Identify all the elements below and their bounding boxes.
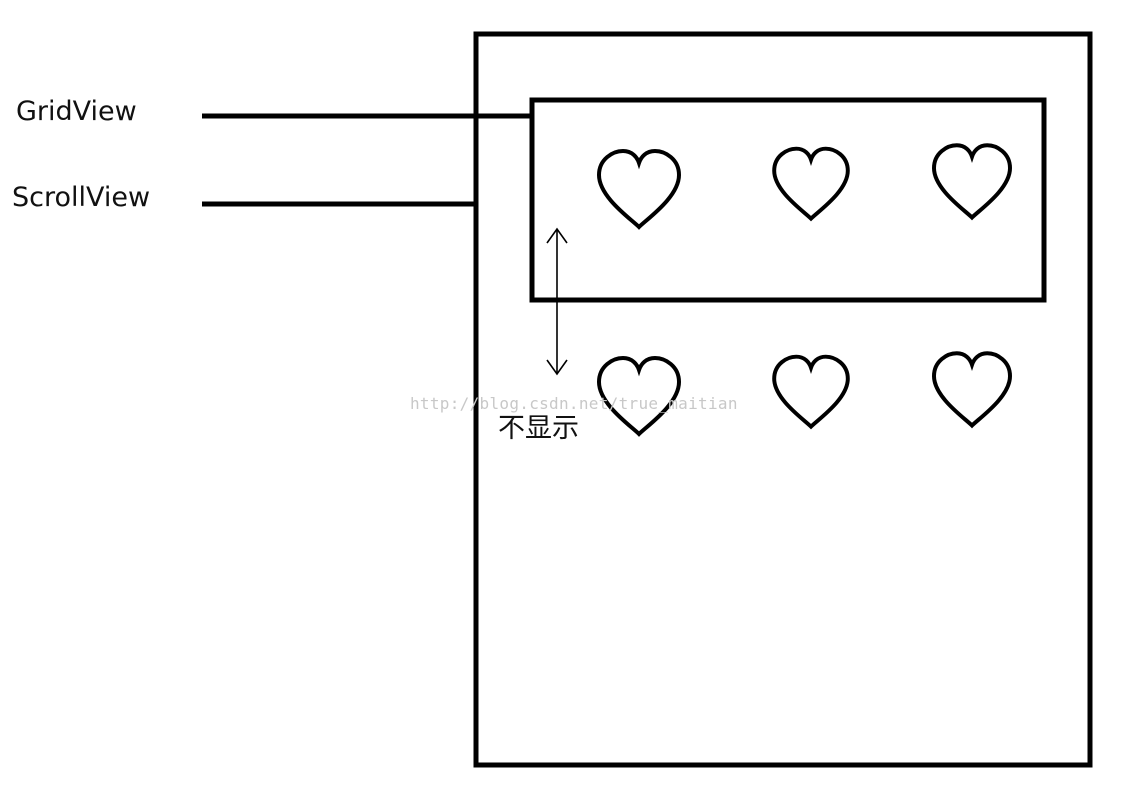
gridview-label: GridView [16, 96, 137, 127]
gridview-frame [529, 97, 1047, 303]
heart-icon [597, 149, 681, 229]
heart-icon [772, 354, 850, 429]
heart-icon [932, 351, 1012, 428]
heart-icon [772, 146, 850, 221]
scrollview-frame [473, 31, 1093, 768]
scrollview-label: ScrollView [12, 182, 151, 213]
double-arrow-icon [546, 227, 568, 376]
not-shown-label: 不显示 [498, 413, 579, 444]
heart-icon [932, 143, 1012, 220]
watermark-text: http://blog.csdn.net/true_maitian [410, 394, 738, 413]
